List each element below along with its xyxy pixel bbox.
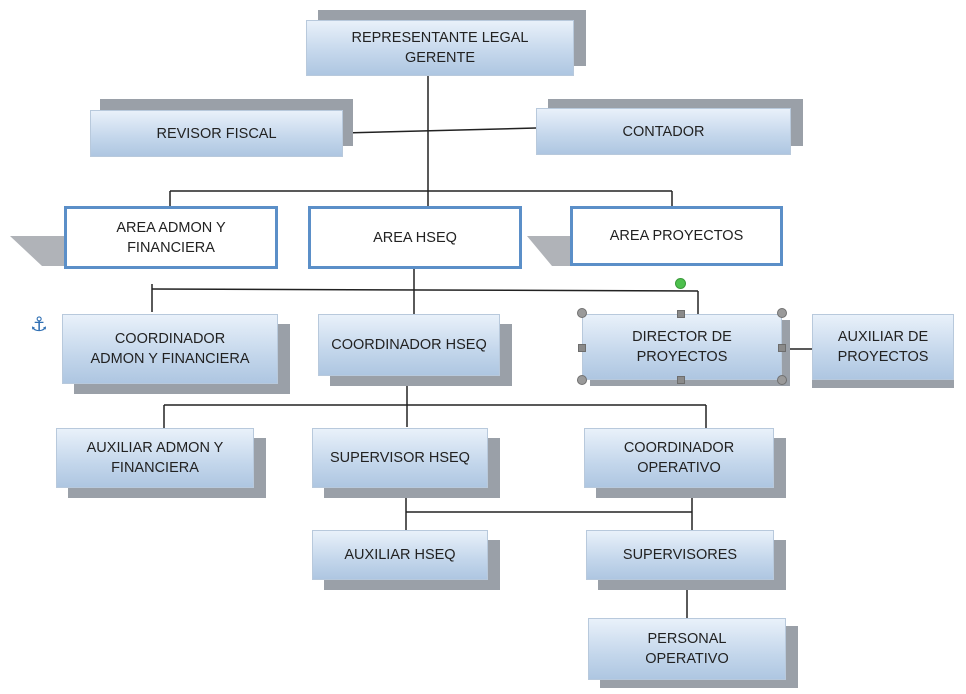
node-label: AUXILIAR ADMON Y FINANCIERA bbox=[86, 440, 224, 476]
node-box: COORDINADOR ADMON Y FINANCIERA bbox=[62, 314, 278, 384]
resize-handle-icon[interactable] bbox=[578, 344, 586, 352]
node-label: AUXILIAR HSEQ bbox=[344, 547, 456, 563]
node-auxiliar-hseq[interactable]: AUXILIAR HSEQ bbox=[312, 530, 500, 590]
node-box: COORDINADOR HSEQ bbox=[318, 314, 500, 376]
resize-handle-icon[interactable] bbox=[677, 310, 685, 318]
node-coordinador-hseq[interactable]: COORDINADOR HSEQ bbox=[318, 314, 512, 386]
node-supervisor-hseq[interactable]: SUPERVISOR HSEQ bbox=[312, 428, 500, 498]
node-label: COORDINADOR OPERATIVO bbox=[623, 440, 735, 476]
resize-handle-icon[interactable] bbox=[777, 308, 787, 318]
node-area-hseq[interactable]: AREA HSEQ bbox=[308, 206, 522, 269]
node-area-proyectos[interactable]: AREA PROYECTOS bbox=[570, 206, 783, 266]
node-supervisores[interactable]: SUPERVISORES bbox=[586, 530, 786, 590]
node-box: SUPERVISOR HSEQ bbox=[312, 428, 488, 488]
node-personal-operativo[interactable]: PERSONAL OPERATIVO bbox=[588, 618, 798, 688]
node-box: COORDINADOR OPERATIVO bbox=[584, 428, 774, 488]
resize-handle-icon[interactable] bbox=[677, 376, 685, 384]
node-box: REPRESENTANTE LEGAL GERENTE bbox=[306, 20, 574, 76]
node-coordinador-admon[interactable]: COORDINADOR ADMON Y FINANCIERA bbox=[62, 314, 290, 394]
node-box: AUXILIAR DE PROYECTOS bbox=[812, 314, 954, 380]
node-representante-legal[interactable]: REPRESENTANTE LEGAL GERENTE bbox=[306, 10, 586, 76]
resize-handle-icon[interactable] bbox=[777, 375, 787, 385]
node-box: AUXILIAR ADMON Y FINANCIERA bbox=[56, 428, 254, 488]
node-label: AREA ADMON Y FINANCIERA bbox=[116, 219, 226, 256]
node-director-proyectos[interactable]: DIRECTOR DE PROYECTOS bbox=[582, 314, 790, 386]
node-box: SUPERVISORES bbox=[586, 530, 774, 580]
node-auxiliar-admon[interactable]: AUXILIAR ADMON Y FINANCIERA bbox=[56, 428, 266, 498]
node-label: AREA HSEQ bbox=[373, 229, 457, 246]
node-auxiliar-proyectos[interactable]: AUXILIAR DE PROYECTOS bbox=[812, 314, 954, 388]
node-area-admon-financiera[interactable]: AREA ADMON Y FINANCIERA bbox=[64, 206, 278, 269]
resize-handle-icon[interactable] bbox=[577, 375, 587, 385]
node-label: REVISOR FISCAL bbox=[156, 125, 277, 142]
node-box: REVISOR FISCAL bbox=[90, 110, 343, 157]
node-label: REPRESENTANTE LEGAL GERENTE bbox=[351, 30, 529, 66]
node-label: SUPERVISORES bbox=[622, 547, 738, 563]
node-label: COORDINADOR ADMON Y FINANCIERA bbox=[90, 331, 250, 367]
node-label: AREA PROYECTOS bbox=[609, 228, 744, 244]
node-coordinador-operativo[interactable]: COORDINADOR OPERATIVO bbox=[584, 428, 786, 498]
node-box: CONTADOR bbox=[536, 108, 791, 155]
node-label: SUPERVISOR HSEQ bbox=[330, 450, 470, 466]
node-box: PERSONAL OPERATIVO bbox=[588, 618, 786, 680]
node-contador[interactable]: CONTADOR bbox=[536, 99, 803, 155]
node-box: DIRECTOR DE PROYECTOS bbox=[582, 314, 782, 380]
node-box: AUXILIAR HSEQ bbox=[312, 530, 488, 580]
resize-handle-icon[interactable] bbox=[577, 308, 587, 318]
resize-handle-icon[interactable] bbox=[778, 344, 786, 352]
node-label: COORDINADOR HSEQ bbox=[331, 337, 487, 353]
anchor-icon[interactable]: ⚓ bbox=[30, 312, 48, 336]
node-label: PERSONAL OPERATIVO bbox=[645, 631, 729, 667]
rotate-handle-icon[interactable] bbox=[675, 278, 686, 289]
node-revisor-fiscal[interactable]: REVISOR FISCAL bbox=[90, 99, 353, 157]
node-label: DIRECTOR DE PROYECTOS bbox=[632, 329, 732, 365]
node-label: AUXILIAR DE PROYECTOS bbox=[837, 329, 929, 365]
node-label: CONTADOR bbox=[622, 123, 705, 140]
